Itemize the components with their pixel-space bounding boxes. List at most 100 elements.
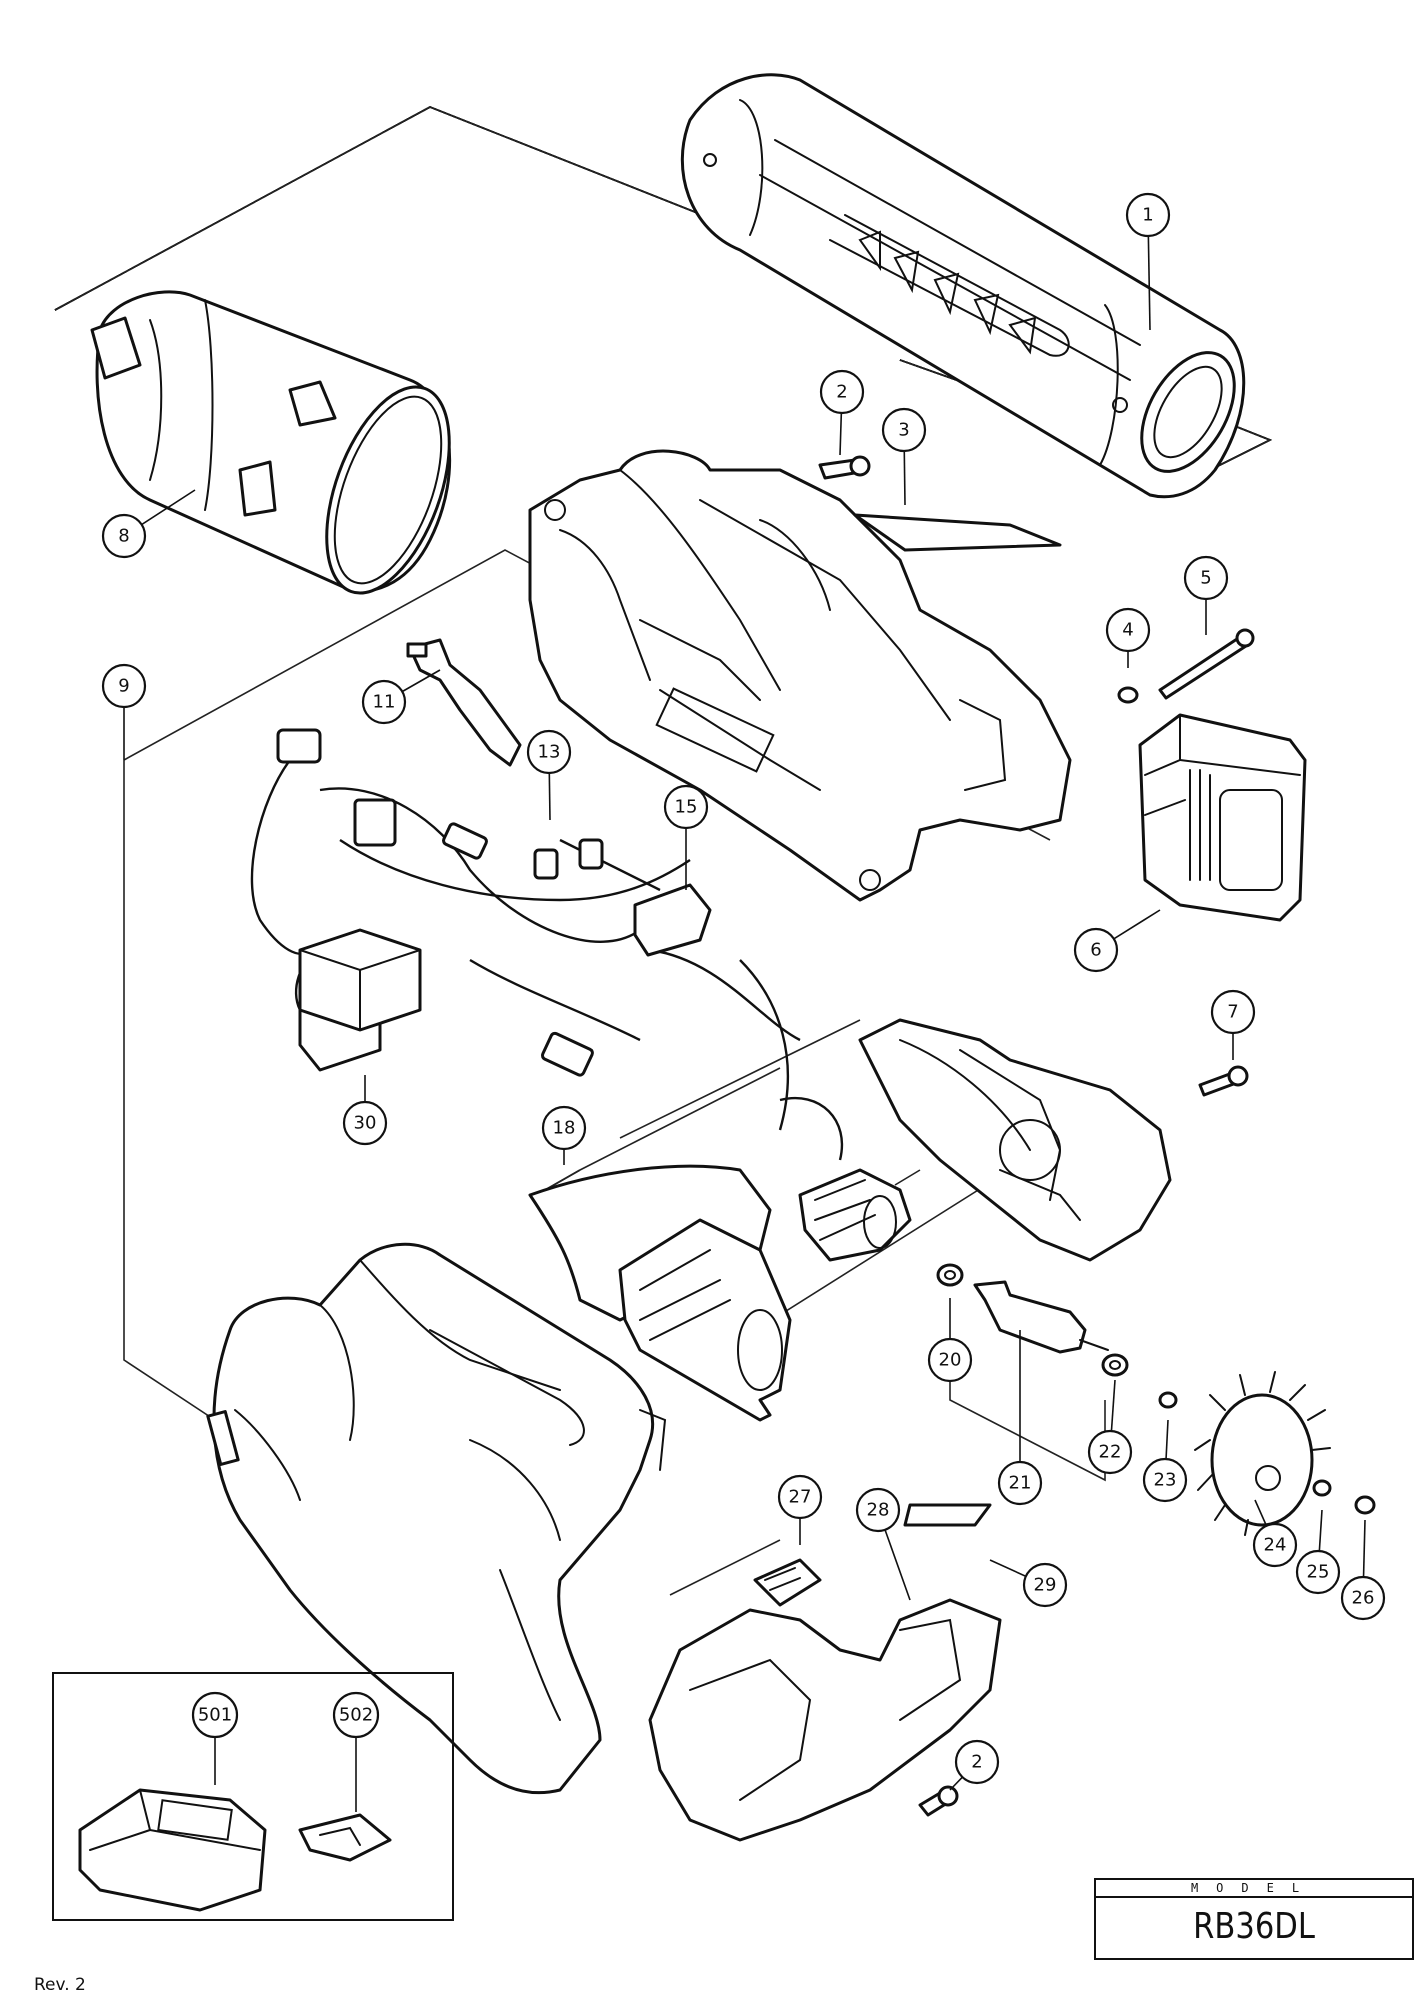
callout-circle (1183, 555, 1229, 601)
terminal-part (753, 1558, 822, 1607)
label-plate-part (853, 513, 1062, 552)
nozzle-part (90, 290, 452, 595)
callout-number: 4 (1122, 620, 1133, 641)
washer-part (1117, 686, 1139, 704)
wiring-harness-part (250, 728, 844, 1161)
callout-c25: 25 (1295, 1549, 1341, 1595)
callout-c13: 13 (526, 729, 572, 775)
switch-lever-part (406, 638, 522, 767)
callout-circle (1142, 1457, 1188, 1503)
fan-part (1194, 1371, 1331, 1536)
callout-circle (663, 784, 709, 830)
callout-circle (1125, 192, 1171, 238)
callout-circle (1087, 1429, 1133, 1475)
charger-part (78, 1788, 267, 1912)
callout-circle (541, 1105, 587, 1151)
callout-c15: 15 (663, 784, 709, 830)
callout-number: 21 (1009, 1473, 1032, 1494)
controller-part (298, 928, 422, 1032)
revision-label: Rev. 2 (34, 1975, 86, 1995)
callout-c18: 18 (541, 1105, 587, 1151)
accessory-box (52, 1672, 454, 1921)
callout-number: 5 (1200, 568, 1211, 589)
callout-circle (954, 1739, 1000, 1785)
callout-number: 18 (553, 1118, 576, 1139)
motor-cover-part (858, 1018, 1172, 1262)
callout-number: 28 (867, 1500, 890, 1521)
callout-c501: 501 (191, 1691, 239, 1739)
long-screw-part (1158, 628, 1255, 700)
callout-group: 1234567891113151820212223242526272829302… (101, 192, 1386, 1785)
screw-part-top (818, 455, 871, 480)
side-screw-part (1198, 1065, 1249, 1097)
callout-circle (855, 1487, 901, 1533)
bearing-part (936, 1263, 964, 1287)
callout-number: 7 (1227, 1002, 1238, 1023)
callout-c1: 1 (1125, 192, 1171, 238)
callout-circle (1295, 1549, 1341, 1595)
battery-pack-part (1138, 713, 1307, 922)
callout-c11: 11 (361, 679, 407, 725)
callout-number: 29 (1034, 1575, 1057, 1596)
main-housing-part (206, 1242, 667, 1795)
callout-c4: 4 (1105, 607, 1151, 653)
callout-circle (526, 729, 572, 775)
callout-c20: 20 (927, 1337, 973, 1383)
callout-circle (361, 679, 407, 725)
callout-c30: 30 (342, 1100, 388, 1146)
washer-part-three (1312, 1479, 1332, 1497)
handle-cover-part (648, 1598, 1002, 1842)
motor-stator-part (798, 1168, 912, 1262)
washer-part-two (1158, 1391, 1178, 1409)
callout-circle (1073, 927, 1119, 973)
model-box: MODEL RB36DL (1094, 1878, 1414, 1960)
callout-number: 11 (373, 692, 396, 713)
callout-circle (342, 1100, 388, 1146)
callout-c2b: 2 (954, 1739, 1000, 1785)
screw-part-bottom (918, 1785, 959, 1817)
callout-number: 27 (789, 1487, 812, 1508)
callout-c5: 5 (1183, 555, 1229, 601)
callout-c28: 28 (855, 1487, 901, 1533)
callout-number: 502 (339, 1705, 373, 1726)
callout-number: 13 (538, 742, 561, 763)
callout-c502: 502 (332, 1691, 380, 1739)
callout-number: 26 (1352, 1588, 1375, 1609)
callout-number: 22 (1099, 1442, 1122, 1463)
adapter-part (298, 1813, 392, 1862)
callout-c9: 9 (101, 663, 147, 709)
callout-number: 2 (836, 382, 847, 403)
callout-circle (927, 1337, 973, 1383)
callout-number: 8 (118, 526, 129, 547)
callout-c3: 3 (881, 407, 927, 453)
callout-number: 3 (898, 420, 909, 441)
callout-number: 15 (675, 797, 698, 818)
callout-circle (1340, 1575, 1386, 1621)
housing-half-part (528, 449, 1072, 902)
callout-number: 2 (971, 1752, 982, 1773)
callout-number: 25 (1307, 1562, 1330, 1583)
callout-c7: 7 (1210, 989, 1256, 1035)
model-label: MODEL (1096, 1880, 1412, 1898)
callout-circle (881, 407, 927, 453)
callout-number: 24 (1264, 1535, 1287, 1556)
callout-circle (1210, 989, 1256, 1035)
callout-number: 23 (1154, 1470, 1177, 1491)
callout-circle (819, 369, 865, 415)
armature-part (973, 1280, 1109, 1354)
callout-circle (332, 1691, 380, 1739)
callout-number: 30 (354, 1113, 377, 1134)
callout-c21: 21 (997, 1460, 1043, 1506)
label-part-small (903, 1503, 992, 1527)
callout-c22: 22 (1087, 1429, 1133, 1475)
callout-number: 6 (1090, 940, 1101, 961)
callout-circle (1252, 1522, 1298, 1568)
motor-housing-part (528, 1164, 792, 1422)
callout-circle (101, 513, 147, 559)
callout-circle (191, 1691, 239, 1739)
blower-pipe-part (680, 73, 1246, 499)
callout-number: 20 (939, 1350, 962, 1371)
callout-c2a: 2 (819, 369, 865, 415)
callout-number: 1 (1142, 205, 1153, 226)
